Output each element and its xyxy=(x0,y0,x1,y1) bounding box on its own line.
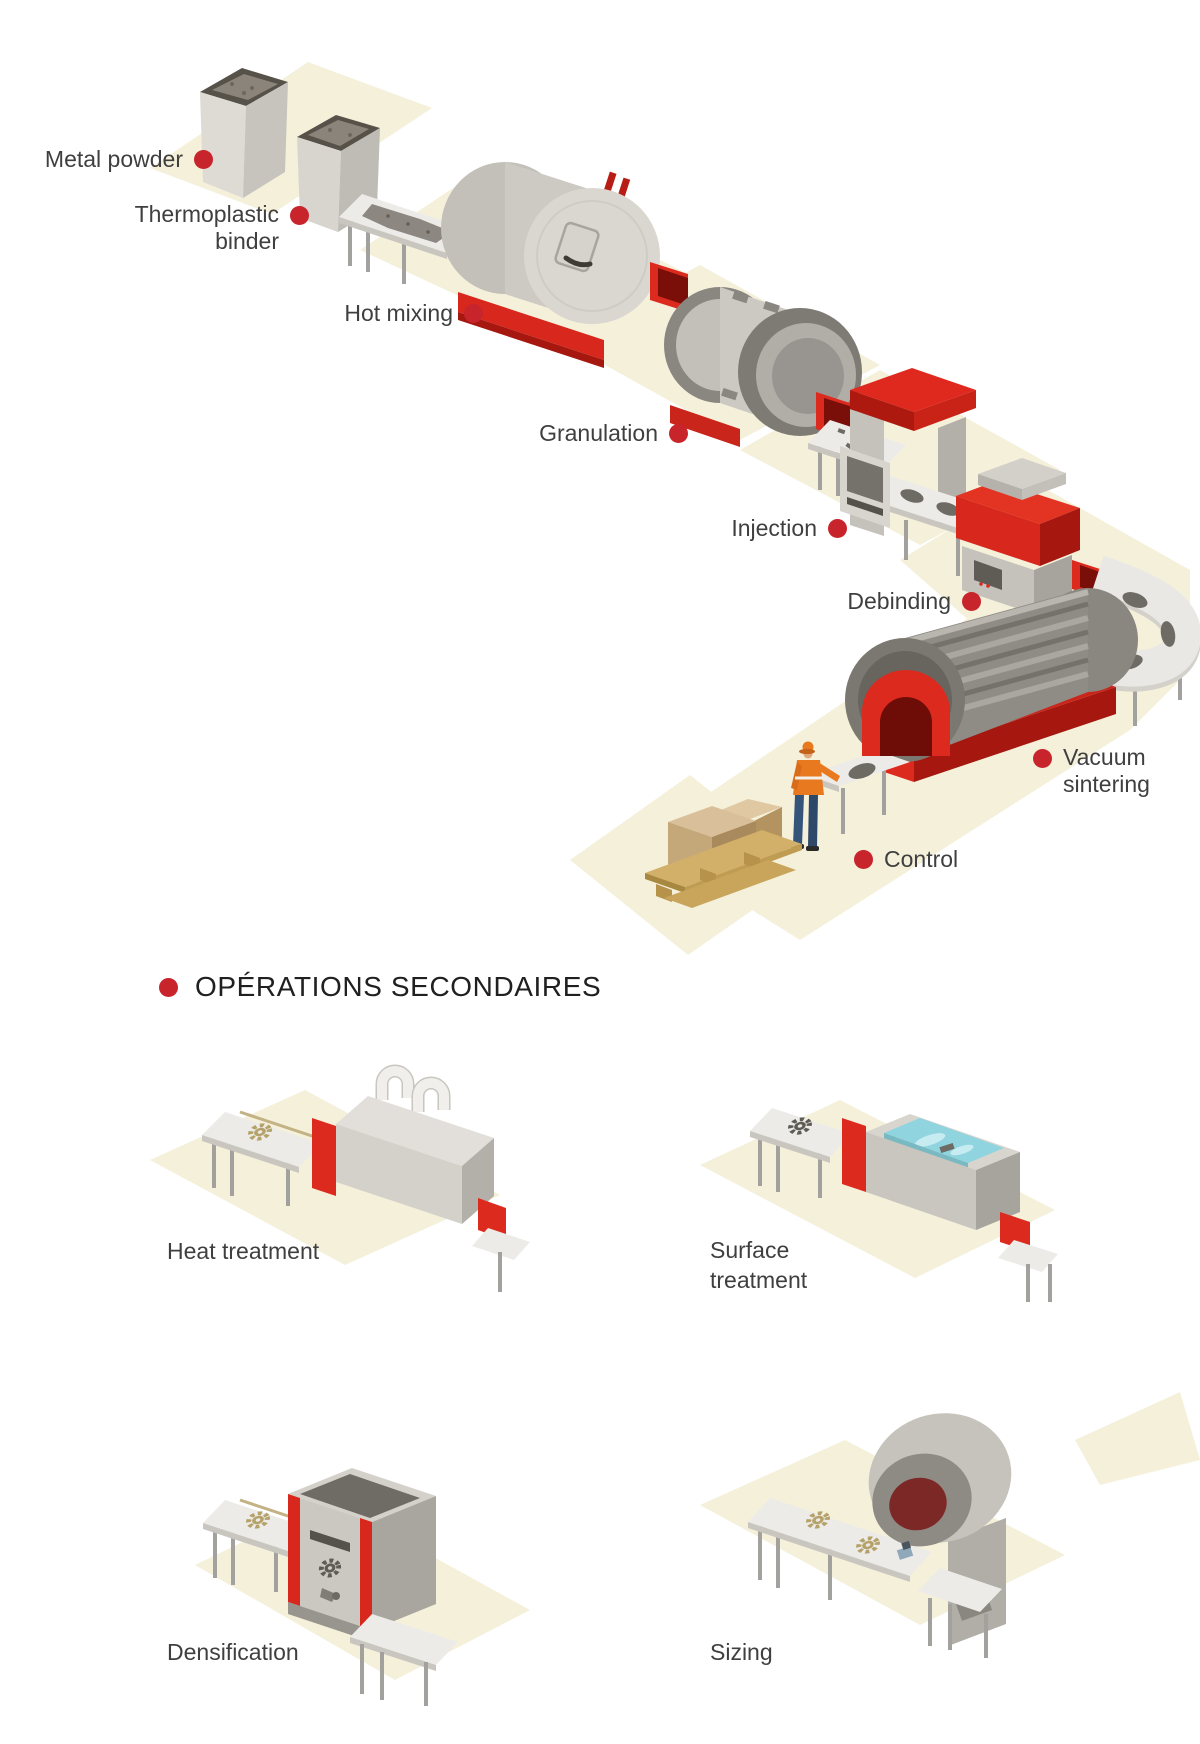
label-thermoplastic-line2: binder xyxy=(215,228,279,254)
sizing-machine xyxy=(748,1413,1012,1658)
label-thermoplastic-line1: Thermoplastic xyxy=(134,201,279,227)
control-conveyor xyxy=(807,670,950,834)
primary-process-illustration xyxy=(150,62,1200,955)
label-injection-text: Injection xyxy=(731,515,817,541)
label-debinding: Debinding xyxy=(847,588,981,615)
label-densification: Densification xyxy=(167,1637,299,1667)
step-marker-debinding xyxy=(962,592,981,611)
pallet-with-boxes xyxy=(645,799,802,908)
label-hot-mixing-text: Hot mixing xyxy=(344,300,453,326)
step-marker-thermoplastic-binder xyxy=(290,206,309,225)
label-vacuum-sintering: Vacuum sintering xyxy=(1033,744,1150,798)
step-marker-hot-mixing xyxy=(464,304,483,323)
label-granulation-text: Granulation xyxy=(539,420,658,446)
worker-figure xyxy=(791,741,840,851)
surface-treatment-machine xyxy=(750,1108,1058,1302)
secondary-operations-heading-text: OPÉRATIONS SECONDAIRES xyxy=(195,971,602,1002)
step-marker-control xyxy=(854,850,873,869)
infeed-conveyor xyxy=(339,194,470,284)
label-hot-mixing: Hot mixing xyxy=(344,300,483,327)
label-sizing: Sizing xyxy=(710,1637,773,1667)
label-surface-treatment: Surface treatment xyxy=(710,1235,807,1295)
densification-machine xyxy=(203,1468,458,1706)
heading-marker xyxy=(159,977,178,997)
label-vacuum-line2: sintering xyxy=(1063,771,1150,797)
curved-conveyor xyxy=(1092,555,1200,726)
label-sizing-text: Sizing xyxy=(710,1639,773,1665)
step-marker-vacuum-sintering xyxy=(1033,749,1052,768)
label-thermoplastic-binder: Thermoplastic binder xyxy=(135,201,309,255)
step-marker-injection xyxy=(828,519,847,538)
label-injection: Injection xyxy=(731,515,847,542)
metal-powder-bag xyxy=(200,68,288,198)
hot-mixing-machine xyxy=(441,162,688,368)
secondary-operations-illustration xyxy=(150,1064,1200,1706)
granulation-machine xyxy=(664,287,862,447)
label-granulation: Granulation xyxy=(539,420,688,447)
label-surface-line2: treatment xyxy=(710,1267,808,1293)
secondary-operations-heading: OPÉRATIONS SECONDAIRES xyxy=(159,971,601,1003)
label-surface-line1: Surface xyxy=(710,1237,790,1263)
label-vacuum-line1: Vacuum xyxy=(1063,744,1146,770)
label-control-text: Control xyxy=(884,846,959,872)
step-marker-metal-powder xyxy=(194,150,213,169)
label-heat-treatment: Heat treatment xyxy=(167,1236,319,1266)
label-heat-treatment-text: Heat treatment xyxy=(167,1238,320,1264)
label-debinding-text: Debinding xyxy=(847,588,951,614)
heat-treatment-machine xyxy=(202,1064,530,1292)
step-marker-granulation xyxy=(669,424,688,443)
injection-machine xyxy=(840,368,992,576)
label-metal-powder-text: Metal powder xyxy=(44,146,183,172)
label-control: Control xyxy=(854,846,958,873)
label-densification-text: Densification xyxy=(167,1639,299,1665)
debinding-machine xyxy=(956,458,1100,614)
label-metal-powder: Metal powder xyxy=(45,146,213,173)
